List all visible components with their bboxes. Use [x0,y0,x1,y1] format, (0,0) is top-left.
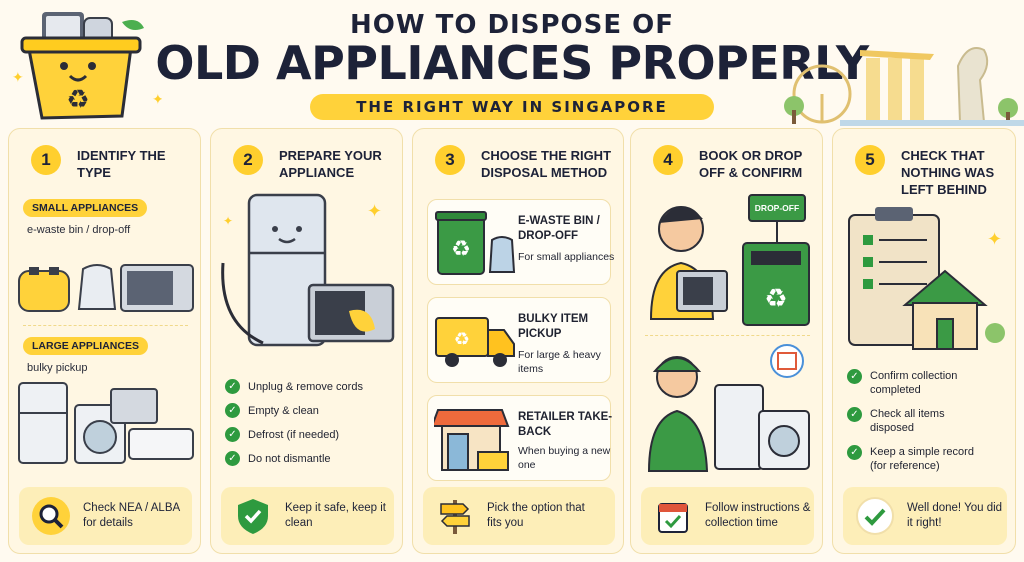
green-bin-icon: ♻ [435,211,516,275]
step-5-footer: Well done! You did it right! [843,487,1007,545]
check-item: ✓Empty & clean [225,403,405,418]
check-item: ✓Defrost (if needed) [225,427,405,442]
option-desc: For large & heavy items [518,349,601,375]
checklist-house-illustration: ✦ [848,207,1005,350]
check-item: ✓Check all items disposed [847,407,1024,435]
check-icon: ✓ [225,403,240,418]
small-appliances-desc: e-waste bin / drop-off [27,224,131,236]
shield-check-icon [238,499,268,534]
option-title: E-WASTE BIN / DROP-OFF [518,215,600,242]
step-title: CHOOSE THE RIGHT DISPOSAL METHOD [481,148,612,180]
calendar-icon [658,503,688,533]
signpost-icon [440,500,470,534]
footer-text: Follow instructions & collection time [705,502,811,529]
divider [645,335,810,336]
svg-text:✦: ✦ [12,69,24,85]
step-4-panel: 4 BOOK OR DROP OFF & CONFIRM ♻ DROP-OFF … [630,128,823,554]
footer-text: Keep it safe, keep it clean [285,502,387,529]
magnifier-icon [32,497,70,535]
page-title-line2: OLD APPLIANCES PROPERLY [155,36,869,90]
step-2-panel: 2 PREPARE YOUR APPLIANCE ✦ ✦ ✓Unplug & r… [210,128,403,554]
header: ♻ ✦ ✦ HOW TO DISPOSE OF OLD APPLIANCES P… [0,0,1024,126]
footer-text: Check NEA / ALBA for details [83,502,180,529]
step-3-panel: 3 CHOOSE THE RIGHT DISPOSAL METHOD ♻ E-W… [412,128,624,554]
step-number: 1 [31,145,61,175]
check-icon: ✓ [847,445,862,460]
option-desc: For small appliances [518,251,615,263]
step-title: BOOK OR DROP OFF & CONFIRM [699,148,803,180]
svg-text:♻: ♻ [454,329,470,349]
step-number: 4 [653,145,683,175]
dropoff-sign-label: DROP-OFF [754,203,800,213]
step-title: PREPARE YOUR APPLIANCE [279,148,382,180]
step-5-panel: 5 CHECK THAT NOTHING WAS LEFT BEHIND ✦ ✓… [832,128,1016,554]
step-title: CHECK THAT NOTHING WAS LEFT BEHIND [901,148,995,197]
check-icon: ✓ [225,427,240,442]
recycle-bin-mascot-icon: ♻ ✦ ✦ [12,12,162,120]
option-ewaste-card: ♻ E-WASTE BIN / DROP-OFF For small appli… [427,199,614,285]
step-number: 3 [435,145,465,175]
footer-text: Pick the option that fits you [487,502,585,529]
check-item: ✓Unplug & remove cords [225,379,405,394]
truck-icon: ♻ [435,317,515,367]
shop-icon [434,409,510,471]
check-item: ✓Keep a simple record (for reference) [847,445,1024,473]
large-appliances-illustration [18,382,194,464]
option-title: RETAILER TAKE-BACK [518,411,613,438]
option-retailer-card: RETAILER TAKE-BACK When buying a new one [427,395,612,481]
check-icon: ✓ [847,407,862,422]
page-title-line1: HOW TO DISPOSE OF [349,10,675,40]
step-number: 5 [855,145,885,175]
divider [23,325,188,326]
svg-text:✦: ✦ [152,91,162,107]
small-appliances-tag: SMALL APPLIANCES [23,199,148,217]
step-title: IDENTIFY THE TYPE [77,148,166,180]
check-icon: ✓ [225,451,240,466]
option-desc: When buying a new one [518,445,611,471]
check-icon: ✓ [225,379,240,394]
option-title: BULKY ITEM PICKUP [518,313,589,340]
svg-text:♻: ♻ [764,283,787,313]
step-1-panel: 1 IDENTIFY THE TYPE SMALL APPLIANCES e-w… [8,128,201,554]
step-1-footer: Check NEA / ALBA for details [19,487,192,545]
svg-text:✦: ✦ [367,201,382,221]
singapore-skyline-icon [784,47,1024,126]
step-3-footer: Pick the option that fits you [423,487,615,545]
check-item: ✓Do not dismantle [225,451,405,466]
fridge-microwave-illustration: ✦ ✦ [221,193,395,347]
svg-text:✦: ✦ [987,229,1002,249]
step-2-footer: Keep it safe, keep it clean [221,487,394,545]
svg-text:✦: ✦ [223,214,233,228]
step-4-footer: Follow instructions & collection time [641,487,814,545]
check-icon: ✓ [847,369,862,384]
subtitle-ribbon: THE RIGHT WAY IN SINGAPORE [310,94,714,120]
check-item: ✓Confirm collection completed [847,369,1024,397]
large-appliances-desc: bulky pickup [27,362,88,374]
large-appliances-tag: LARGE APPLIANCES [23,337,148,355]
svg-text:♻: ♻ [66,84,89,114]
step-number: 2 [233,145,263,175]
technician-illustration [647,344,810,472]
small-appliances-illustration [18,264,194,312]
svg-text:♻: ♻ [451,236,471,261]
footer-text: Well done! You did it right! [907,502,1003,529]
checkmark-icon [856,497,894,535]
person-dropoff-illustration: ♻ [649,194,810,326]
option-bulky-card: ♻ BULKY ITEM PICKUP For large & heavy it… [427,297,611,383]
